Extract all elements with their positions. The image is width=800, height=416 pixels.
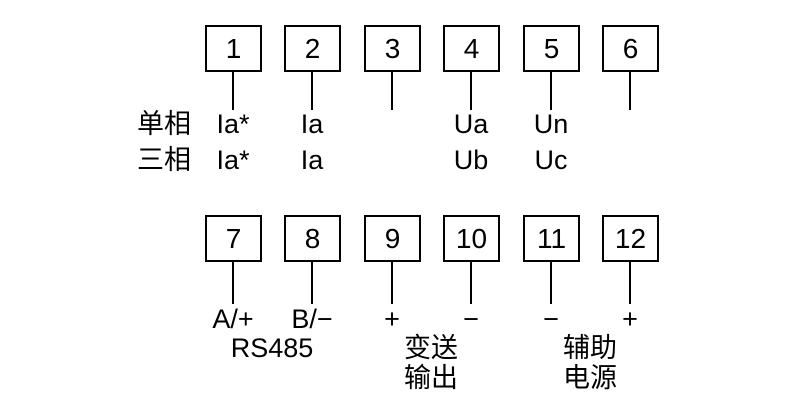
terminal-box-1: 1	[205, 25, 262, 110]
terminal-number: 6	[622, 32, 639, 64]
terminal-box-frame: 6	[602, 25, 659, 72]
terminal-box-8: 8	[284, 215, 341, 304]
phase-row-label-three: 三相	[137, 145, 191, 175]
terminal-box-5: 5	[523, 25, 580, 110]
phase-row-label-single: 单相	[137, 109, 191, 139]
terminal-lead-line	[629, 72, 631, 110]
terminal-number: 11	[536, 222, 567, 254]
terminal-box-3: 3	[364, 25, 421, 110]
terminal-number: 12	[614, 222, 647, 254]
terminal-lead-line	[629, 262, 631, 304]
phase-signal-label: Ia*	[216, 109, 250, 139]
phase-signal-label: Ia	[300, 145, 324, 175]
terminal-box-4: 4	[443, 25, 500, 110]
terminal-box-frame: 11	[523, 215, 580, 262]
terminal-box-frame: 4	[443, 25, 500, 72]
terminal-signal-label: B/−	[291, 304, 333, 334]
terminal-number: 1	[225, 32, 242, 64]
terminal-lead-line	[311, 72, 313, 110]
terminal-number: 10	[455, 222, 488, 254]
terminal-number: 8	[304, 222, 321, 254]
terminal-number: 4	[463, 32, 480, 64]
terminal-box-6: 6	[602, 25, 659, 110]
terminal-box-12: 12	[602, 215, 659, 304]
terminal-lead-line	[311, 262, 313, 304]
terminal-box-7: 7	[205, 215, 262, 304]
phase-signal-label: Ua	[453, 109, 489, 139]
terminal-box-frame: 9	[364, 215, 421, 262]
terminal-lead-line	[470, 72, 472, 110]
terminal-signal-label: +	[384, 304, 400, 334]
terminal-number: 5	[543, 32, 560, 64]
terminal-box-frame: 2	[284, 25, 341, 72]
group-label-transmit-line1: 变送	[404, 333, 458, 363]
terminal-number: 3	[384, 32, 401, 64]
terminal-lead-line	[391, 262, 393, 304]
group-label-transmit-line2: 输出	[404, 363, 458, 393]
phase-signal-label: Uc	[534, 145, 568, 175]
terminal-number: 7	[225, 222, 242, 254]
terminal-box-frame: 3	[364, 25, 421, 72]
terminal-box-frame: 10	[443, 215, 500, 262]
group-label-aux-line1: 辅助	[563, 333, 617, 363]
terminal-box-frame: 7	[205, 215, 262, 262]
terminal-box-frame: 8	[284, 215, 341, 262]
terminal-box-9: 9	[364, 215, 421, 304]
terminal-signal-label: +	[622, 304, 638, 334]
terminal-lead-line	[550, 262, 552, 304]
phase-signal-label: Ia	[300, 109, 324, 139]
terminal-box-2: 2	[284, 25, 341, 110]
terminal-number: 2	[304, 32, 321, 64]
phase-signal-label: Un	[533, 109, 569, 139]
terminal-lead-line	[232, 262, 234, 304]
terminal-box-frame: 1	[205, 25, 262, 72]
terminal-lead-line	[232, 72, 234, 110]
group-label-aux-line2: 电源	[563, 363, 617, 393]
phase-signal-label: Ia*	[216, 145, 250, 175]
phase-signal-label: Ub	[453, 145, 489, 175]
terminal-box-11: 11	[523, 215, 580, 304]
terminal-box-frame: 5	[523, 25, 580, 72]
terminal-box-10: 10	[443, 215, 500, 304]
terminal-signal-label: −	[543, 304, 559, 334]
terminal-number: 9	[384, 222, 401, 254]
terminal-lead-line	[391, 72, 393, 110]
terminal-signal-label: A/+	[212, 304, 254, 334]
terminal-signal-label: −	[463, 304, 479, 334]
terminal-lead-line	[470, 262, 472, 304]
group-label-rs485: RS485	[230, 333, 314, 363]
terminal-box-frame: 12	[602, 215, 659, 262]
terminal-lead-line	[550, 72, 552, 110]
